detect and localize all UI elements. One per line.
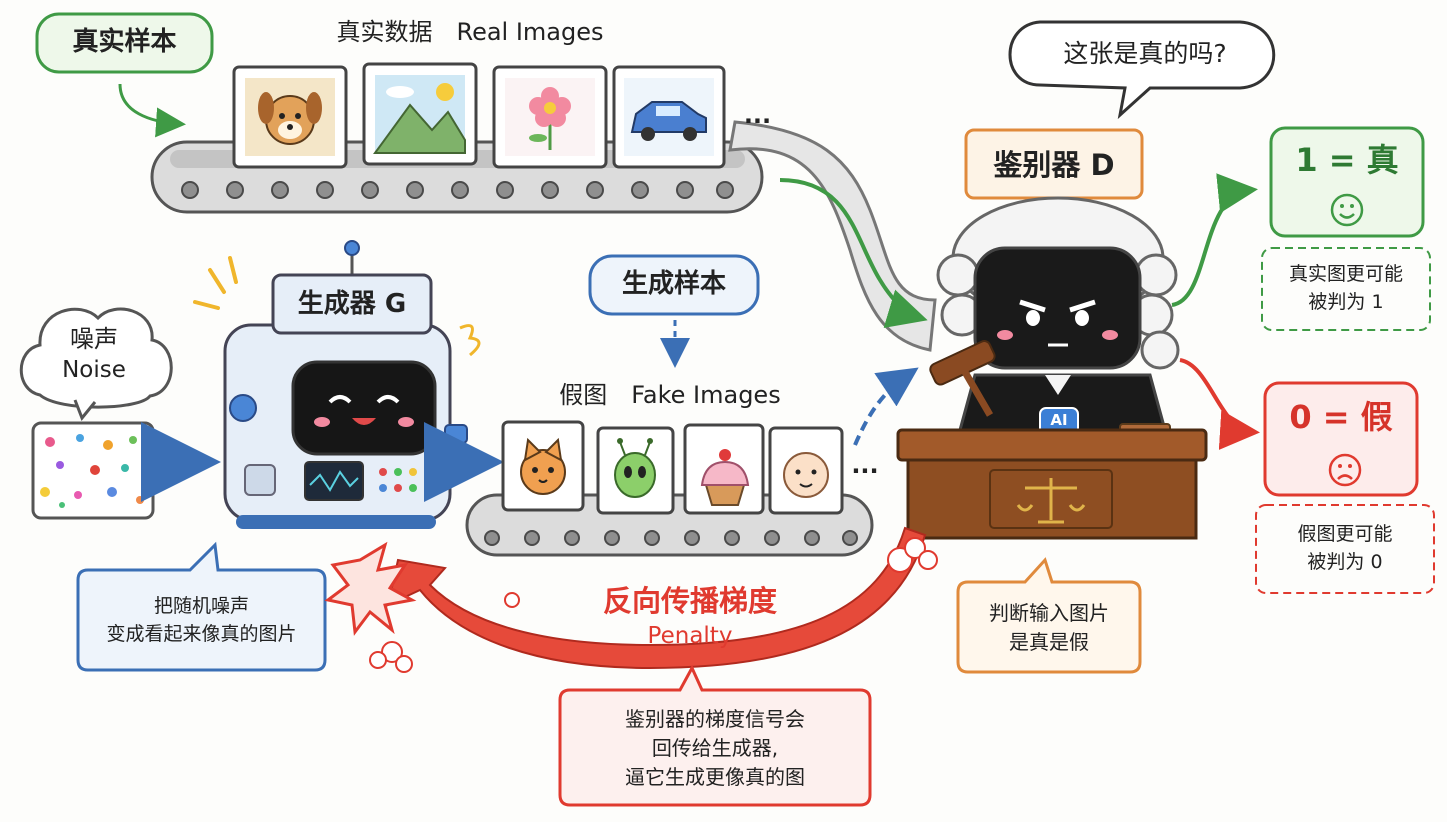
judge-desk-icon [896,428,1208,540]
fake-result-note-box [1255,504,1435,594]
gradient-note-box [558,664,872,807]
judge-badge: AI [1050,411,1068,429]
generator-label-box [271,273,433,335]
real-data-title: 真实数据 Real Images [336,18,604,46]
noise-label-cn: 噪声 [70,325,118,353]
real-tag-arrow [118,83,186,138]
real-result-note-box [1261,247,1431,331]
puff-cloud-icon [369,537,938,673]
gradient-note-line2: 回传给生成器, [651,736,779,760]
real-result-box [1269,126,1425,238]
discriminator-label: 鉴别器 D [993,148,1115,182]
noise-label-en: Noise [62,357,126,383]
fake-ellipsis: ... [851,451,879,479]
fake-result-note-line2: 被判为 0 [1307,551,1383,573]
generator-note-line1: 把随机噪声 [153,595,249,618]
real-samples-tag [35,12,214,74]
real-result-value: 1 = 真 [1295,141,1399,179]
real-images-chute [728,120,937,352]
noise-cloud [19,307,173,409]
backprop-subtitle: Penalty [647,623,733,649]
noise-cloud-tail [73,399,97,421]
generator-label: 生成器 G [297,289,407,319]
alien-icon [614,438,656,498]
noise-dots [40,434,144,508]
dog-icon [245,78,335,156]
gradient-note: 鉴别器的梯度信号会 回传给生成器, 逼它生成更像真的图 [560,692,870,805]
real-result-note-line2: 被判为 1 [1308,291,1384,313]
real-ellipsis: ... [743,101,772,129]
fake-to-judge-arrow [853,367,919,446]
judge-note-line2: 是真是假 [1009,630,1089,654]
backprop-title: 反向传播梯度 [602,584,777,618]
real-output-arrow [1171,173,1258,307]
fake-data-title: 假图 Fake Images [559,381,781,409]
judge-robot-icon [929,196,1180,443]
real-result-note: 真实图更可能 被判为 1 [1262,248,1430,330]
real-to-judge-arrow [779,178,928,328]
generator-note-box [76,541,327,672]
baby-icon [783,452,829,498]
smile-face-icon [1330,193,1364,227]
flower-icon [505,78,595,156]
generator-note: 把随机噪声 变成看起来像真的图片 [78,572,325,670]
backprop-burst-icon [324,541,417,636]
judge-note-line1: 判断输入图片 [989,601,1109,625]
fake-output-arrow [1179,358,1260,450]
generated-samples-tag-label: 生成样本 [621,269,726,299]
fake-result-value: 0 = 假 [1289,398,1393,436]
sad-face-icon [1328,453,1362,487]
cupcake-icon [700,449,750,506]
real-result-note-line1: 真实图更可能 [1288,263,1403,286]
judge-note: 判断输入图片 是真是假 [958,584,1140,672]
generated-samples-tag [588,254,760,316]
fake-result-box [1263,381,1419,497]
real-samples-tag-label: 真实样本 [72,27,177,57]
fake-result-note-line1: 假图更可能 [1297,523,1393,546]
mountain-icon [373,75,466,154]
question-bubble [1008,20,1276,120]
gradient-note-line1: 鉴别器的梯度信号会 [625,707,805,731]
generator-note-line2: 变成看起来像真的图片 [106,623,297,645]
question-bubble-text: 这张是真的吗? [1063,39,1227,68]
car-icon [624,78,714,156]
cat-icon [520,437,566,495]
fake-result-note: 假图更可能 被判为 0 [1256,505,1434,593]
gradient-note-line3: 逼它生成更像真的图 [625,765,805,789]
judge-note-box [956,557,1142,674]
